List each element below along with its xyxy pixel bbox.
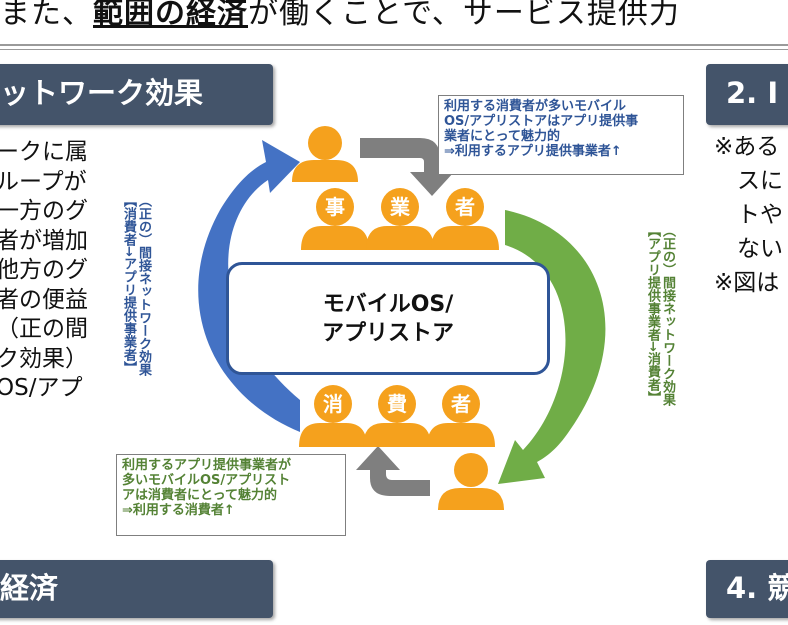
person-icon [431,188,499,250]
business-char: 事 [325,195,345,219]
blue-curved-arrow [198,140,300,432]
gray-arrow-bottom [356,446,430,496]
gray-arrow-top [360,138,454,196]
label-business-to-consumer-effect: （正の）間接ネットワーク効果 【アプリ提供事業者→消費者】 [645,224,675,406]
green-curved-arrow [498,210,606,484]
consumer-char: 者 [450,392,471,416]
callout-business-attraction: 利用する消費者が多いモバイル OS/アプリストアはアプリ提供事 業者にとって魅力… [438,95,684,175]
section-header-2: 2. Ⅰ [706,64,788,125]
callout-consumer-attraction: 利用するアプリ提供事業者が 多いモバイルOS/アプリスト アは消費者にとって魅力… [116,454,346,536]
intro-emphasis: 範囲の経済 [93,0,248,31]
person-icon [292,126,358,182]
intro-sentence: また、範囲の経済が働くことで、サービス提供力 [0,0,680,32]
section-header-economy: 経済 [0,560,273,618]
right-body-text: ※ある スに トや ない※図は [714,134,783,296]
consumer-char: 費 [387,392,407,416]
label-consumer-to-business-effect: （正の）間接ネットワーク効果 【消費者→アプリ提供事業者】 [121,194,151,376]
divider-line [0,44,788,46]
person-icon [363,385,431,447]
person-icon [366,188,434,250]
person-icon [299,385,367,447]
center-platform-box: モバイルOS/ アプリストア [226,262,550,375]
consumer-char: 消 [323,392,343,416]
left-body-text: ークに属ループが一方のグ者が増加他方のグ者の便益（正の間ク効果）OS/アプ [0,139,88,401]
center-line-1: モバイルOS/ [322,291,454,317]
person-icon [427,385,495,447]
person-icon [301,188,369,250]
person-icon [438,453,504,510]
section-header-network-effect: ットワーク効果 [0,64,273,125]
business-char: 者 [454,195,475,219]
divider-line [0,49,788,50]
center-line-2: アプリストア [321,320,454,346]
section-header-4: 4. 競 [706,560,788,618]
business-char: 業 [390,195,411,219]
